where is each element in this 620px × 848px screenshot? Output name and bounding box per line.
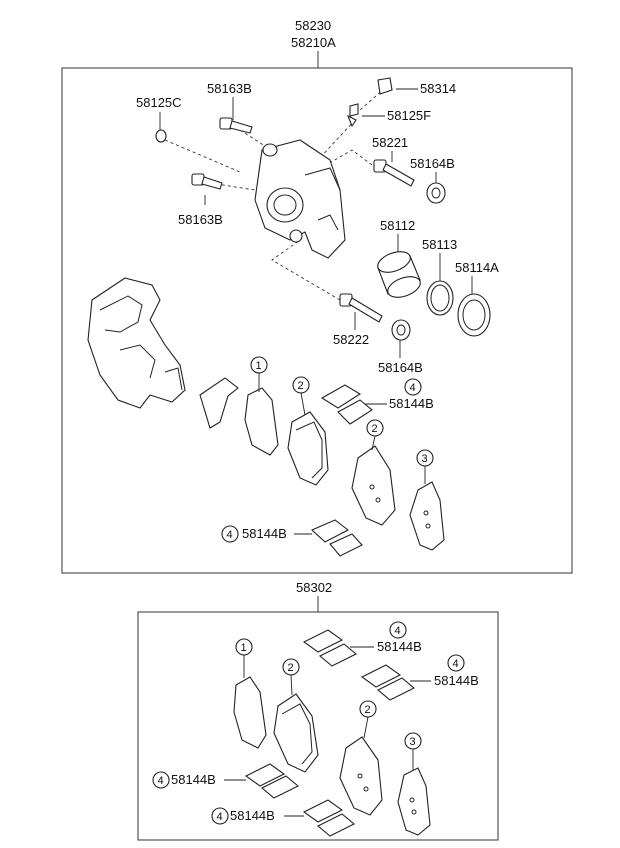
callout-4-lower-b: 4 [447, 654, 465, 672]
pad-clip-58144B-lower-c [244, 763, 299, 799]
brake-pad-lower-right [339, 736, 383, 816]
bolt-58163B-side [191, 173, 223, 190]
callout-4-upper-a: 4 [404, 378, 422, 396]
shim-upper [244, 387, 279, 456]
label-58144B-lower-d: 58144B [230, 808, 275, 823]
shim-3-upper [409, 481, 445, 551]
svg-text:4: 4 [227, 529, 233, 541]
svg-text:4: 4 [410, 382, 416, 394]
pad-clip-left [199, 377, 239, 429]
label-58144B-upper-a: 58144B [389, 396, 434, 411]
assembly-line [317, 119, 356, 161]
label-58144B-lower-b: 58144B [434, 673, 479, 688]
label-58314: 58314 [420, 81, 456, 96]
callout-3-lower: 3 [404, 732, 422, 770]
clip-58314 [377, 77, 393, 95]
assembly-line [271, 239, 341, 301]
callout-1-upper: 1 [250, 356, 268, 392]
label-58113: 58113 [422, 237, 457, 252]
label-58144B-upper-b: 58144B [242, 526, 287, 541]
callout-2-lower-b: 2 [359, 700, 377, 739]
svg-text:3: 3 [422, 453, 428, 465]
assembly-number-58210A: 58210A [291, 35, 336, 50]
svg-text:2: 2 [288, 662, 294, 674]
caliper-assembly-frame [61, 67, 573, 574]
shim-3-lower [397, 767, 431, 836]
pad-clip-58144B-upper-a [320, 384, 373, 425]
pad-clip-58144B-lower-b [360, 664, 415, 701]
callout-2-upper-a: 2 [292, 376, 310, 416]
label-58112: 58112 [380, 218, 415, 233]
label-58164B-top: 58164B [410, 156, 455, 171]
svg-text:4: 4 [217, 811, 223, 823]
washer-58125C [155, 129, 167, 143]
label-58163B-side: 58163B [178, 212, 223, 227]
callout-3-upper: 3 [416, 449, 434, 484]
callout-1-lower: 1 [235, 638, 253, 678]
assembly-number-58230: 58230 [295, 18, 331, 33]
seal-58113 [426, 280, 454, 316]
callout-2-upper-b: 2 [366, 419, 384, 451]
caliper-housing [254, 139, 346, 259]
caliper-carrier-bracket [87, 277, 186, 409]
guide-bolt-58221 [373, 159, 415, 187]
label-58222: 58222 [333, 332, 369, 347]
label-58221: 58221 [372, 135, 408, 150]
pad-clip-58144B-lower-d [302, 799, 355, 837]
svg-text:3: 3 [410, 736, 416, 748]
bolt-58163B-top [219, 117, 253, 134]
callout-4-lower-d: 4 [211, 807, 229, 825]
brake-pad-lower-left [273, 693, 319, 773]
label-58125F: 58125F [387, 108, 431, 123]
svg-text:1: 1 [256, 360, 262, 372]
svg-text:2: 2 [298, 380, 304, 392]
callout-4-upper-b: 4 [221, 525, 239, 543]
shim-lower [233, 676, 267, 749]
bleeder-58125F [346, 103, 359, 128]
label-58163B-top: 58163B [207, 81, 252, 96]
label-58144B-lower-a: 58144B [377, 639, 422, 654]
callout-4-lower-c: 4 [152, 771, 170, 789]
pad-kit-frame [137, 611, 499, 841]
boot-58114A [457, 293, 491, 337]
kit-number-58302: 58302 [296, 580, 332, 595]
callout-4-lower-a: 4 [389, 621, 407, 639]
boot-58164B-bottom [391, 319, 411, 341]
guide-bolt-58222 [339, 293, 383, 323]
label-58144B-lower-c: 58144B [171, 772, 216, 787]
pad-clip-58144B-lower-a [302, 629, 357, 667]
boot-58164B-top [426, 182, 446, 204]
svg-text:4: 4 [453, 658, 459, 670]
callout-2-lower-a: 2 [282, 658, 300, 696]
svg-text:4: 4 [395, 625, 401, 637]
pad-clip-58144B-upper-b [311, 519, 363, 557]
assembly-line [164, 139, 241, 173]
assembly-line [299, 149, 373, 181]
label-58114A: 58114A [455, 260, 499, 275]
svg-text:1: 1 [241, 642, 247, 654]
svg-text:4: 4 [158, 775, 164, 787]
brake-pad-upper-right [351, 445, 396, 526]
label-58125C: 58125C [136, 95, 182, 110]
svg-text:2: 2 [372, 423, 378, 435]
assembly-line [239, 129, 269, 149]
brake-pad-upper-left [287, 411, 329, 486]
piston-58112 [377, 251, 421, 298]
svg-text:2: 2 [365, 704, 371, 716]
label-58164B-bottom: 58164B [378, 360, 423, 375]
